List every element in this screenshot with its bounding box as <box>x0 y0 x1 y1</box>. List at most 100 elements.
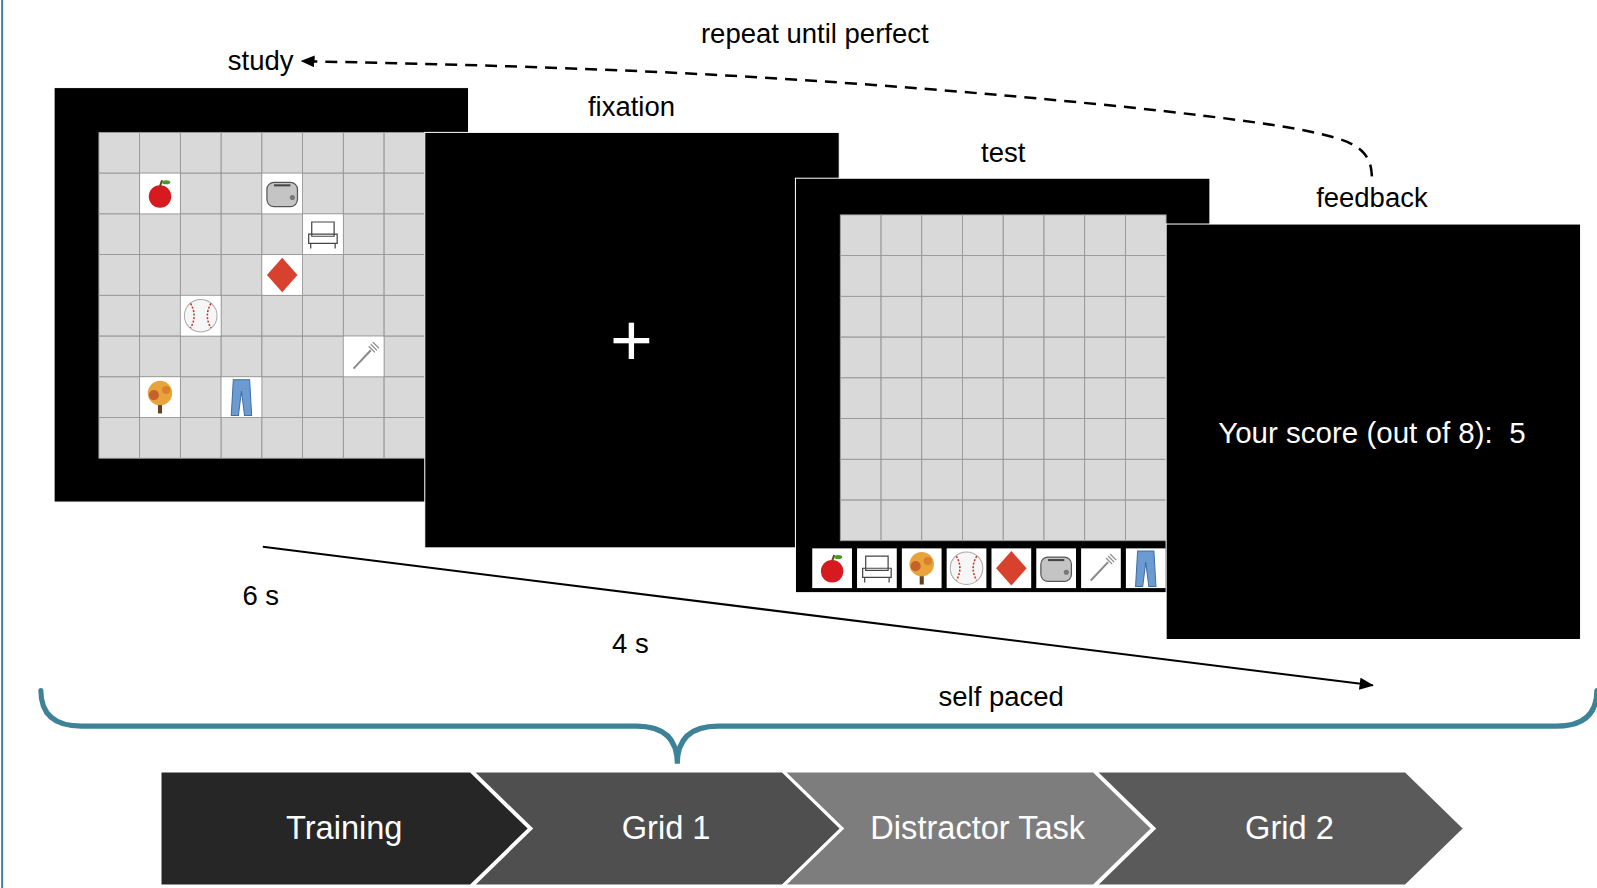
grid-cell <box>384 173 425 214</box>
grid-cell <box>840 337 881 378</box>
illustration-part <box>947 548 987 588</box>
illustration-part <box>344 337 384 377</box>
grid-cell <box>881 419 922 460</box>
grid-cell <box>384 255 425 296</box>
illustration-part <box>369 342 379 352</box>
grid-cell <box>1003 459 1044 500</box>
fixation-cross: + <box>610 301 653 382</box>
grid-cell <box>221 173 262 214</box>
grid-cell <box>962 419 1003 460</box>
grid-cell <box>140 255 181 296</box>
grid-cell <box>840 500 881 541</box>
illustration-part <box>262 255 302 295</box>
screen-panel: fixation+ <box>425 132 840 548</box>
grid-cell <box>99 214 140 255</box>
illustration-part <box>181 296 221 336</box>
duration-label: 6 s <box>239 581 282 611</box>
illustration-part <box>1081 548 1121 588</box>
grid-cell <box>262 173 303 214</box>
grid-cell <box>99 255 140 296</box>
illustration-part <box>832 555 834 561</box>
grid-cell <box>384 377 425 418</box>
grid-cell <box>221 418 262 459</box>
toaster-icon <box>262 174 302 214</box>
grid-cell <box>962 256 1003 297</box>
grid-cell <box>180 255 221 296</box>
grid-cell <box>384 336 425 377</box>
grid-cell <box>262 377 303 418</box>
grid-cell <box>1003 378 1044 419</box>
diamond-icon <box>991 548 1031 588</box>
grid-cell <box>881 459 922 500</box>
screen <box>1166 224 1580 639</box>
illustration-part <box>309 222 338 248</box>
duration-label: 4 s <box>609 629 652 659</box>
illustration-part <box>231 380 251 416</box>
screen-panel: test <box>795 178 1210 593</box>
grid-cell <box>962 337 1003 378</box>
illustration-part <box>812 548 852 588</box>
brace <box>41 690 1597 763</box>
grid-cell <box>140 418 181 459</box>
illustration-part <box>857 548 897 588</box>
grid-cell <box>881 500 922 541</box>
node-text: Your score (out of 8): 5 <box>1218 417 1525 449</box>
illustration-part <box>140 174 180 214</box>
grid-cell <box>262 132 303 173</box>
grid-cell <box>1003 215 1044 256</box>
grid-cell <box>343 132 384 173</box>
grid-cell <box>303 336 344 377</box>
grid-cell <box>1044 337 1085 378</box>
grid-cell <box>962 215 1003 256</box>
grid-cell <box>1085 419 1126 460</box>
frame-line <box>1 0 3 888</box>
test-screen <box>795 178 1209 592</box>
grid-cell <box>840 419 881 460</box>
grid-cell <box>303 214 344 255</box>
illustration-part <box>267 182 298 206</box>
timeline-arrow <box>263 547 1373 685</box>
illustration-part <box>863 556 892 582</box>
apple-icon <box>140 174 180 214</box>
illustration-part <box>924 557 932 565</box>
screen-heading: feedback <box>1316 182 1428 212</box>
illustration-part <box>902 548 942 588</box>
fork-icon <box>1081 548 1121 588</box>
grid-cell <box>881 256 922 297</box>
grid-cell <box>303 132 344 173</box>
grid-cell <box>1044 256 1085 297</box>
tree-icon <box>902 548 942 588</box>
illustration-part <box>160 180 162 186</box>
grid-cell <box>343 418 384 459</box>
grid-cell <box>1085 296 1126 337</box>
illustration-part <box>834 555 842 559</box>
chevron <box>1095 771 1465 886</box>
illustration-part <box>1106 554 1116 564</box>
illustration-part <box>262 174 302 214</box>
grid-cell <box>1085 378 1126 419</box>
grid-cell <box>180 214 221 255</box>
tree-icon <box>140 377 180 417</box>
study-screen <box>54 88 468 502</box>
illustration-part <box>148 381 172 405</box>
illustration-part <box>290 195 295 200</box>
grid-cell <box>922 419 963 460</box>
grid-cell <box>343 255 384 296</box>
chair-icon <box>303 214 343 254</box>
grid-cell <box>922 215 963 256</box>
grid-cell <box>840 296 881 337</box>
screen-heading: test <box>981 138 1025 168</box>
fixation-screen <box>425 132 839 547</box>
grid-cell <box>99 132 140 173</box>
node-text: Grid 1 <box>622 810 711 846</box>
illustration-part <box>910 552 934 576</box>
grid-cell <box>221 295 262 336</box>
grid-cell <box>343 295 384 336</box>
grid-cell <box>221 377 262 418</box>
illustration-part <box>353 350 370 368</box>
grid-cell <box>343 377 384 418</box>
grid-cell <box>1003 500 1044 541</box>
illustration-part <box>149 390 159 400</box>
grid-cell <box>180 132 221 173</box>
diamond-icon <box>262 255 302 295</box>
